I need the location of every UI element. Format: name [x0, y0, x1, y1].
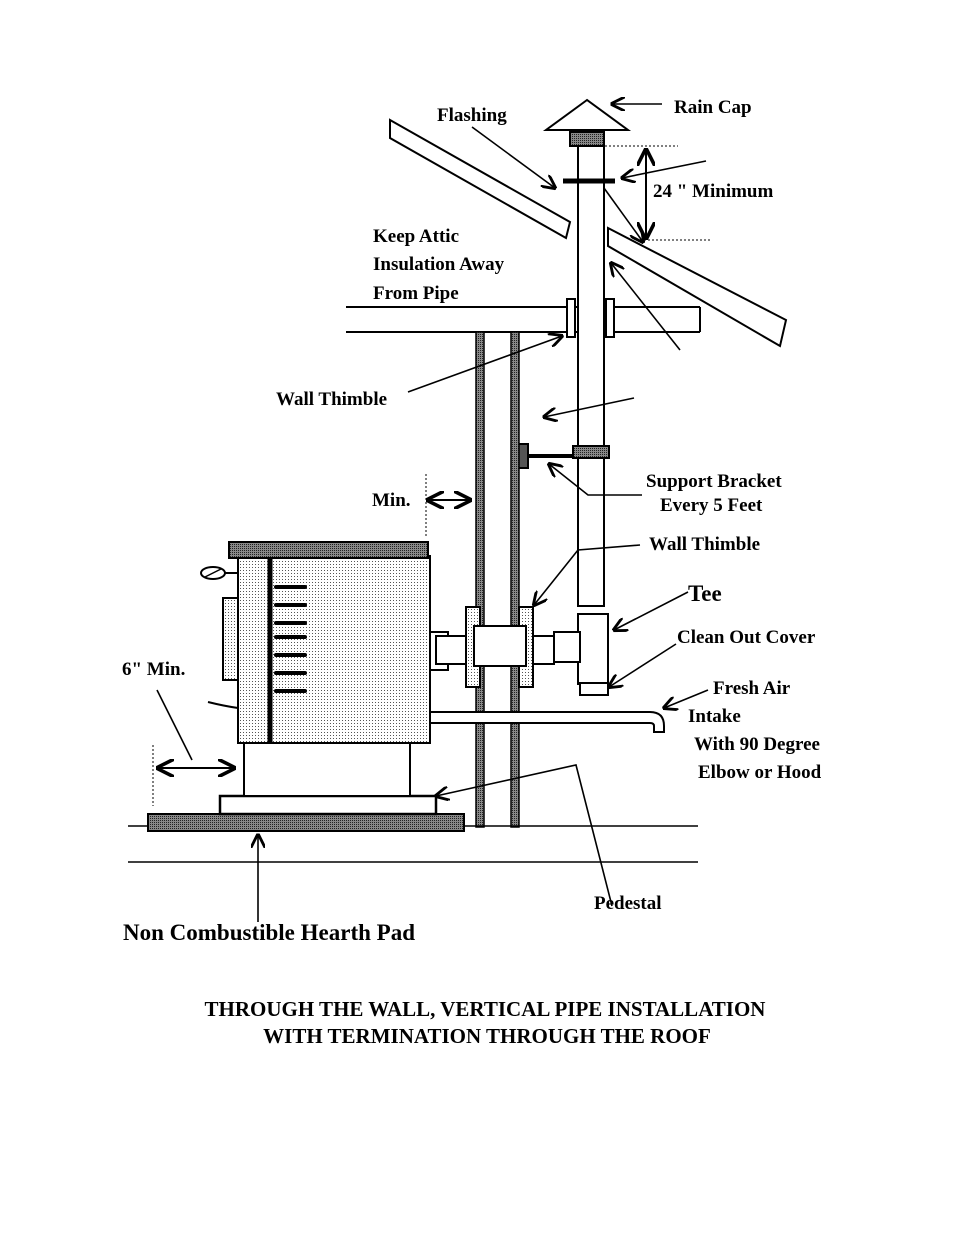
ceiling-thimble — [566, 298, 615, 338]
rain-cap-label: Rain Cap — [674, 97, 752, 118]
pedestal-base — [218, 794, 438, 816]
six-min-label: 6" Min. — [122, 659, 185, 680]
fresh-air-label-line3: With 90 Degree — [694, 734, 820, 755]
vertical-chimney-pipe — [577, 145, 605, 607]
lower-wall-thimble — [465, 606, 534, 688]
pipe-top-collar — [569, 131, 605, 147]
tee — [553, 613, 609, 685]
fresh-air-intake-pipe — [429, 711, 665, 733]
roof-left-panel — [389, 118, 572, 240]
stove-top — [228, 541, 429, 559]
flashing-label: Flashing — [437, 105, 507, 126]
stove-louvers — [274, 585, 307, 693]
stove-damper-knob — [200, 566, 238, 580]
min-label: Min. — [372, 490, 411, 511]
pedestal — [243, 742, 411, 797]
hearth-pad-label: Non Combustible Hearth Pad — [123, 920, 415, 945]
caption-line1: THROUGH THE WALL, VERTICAL PIPE INSTALLA… — [205, 997, 766, 1021]
keep-attic-label-line1: Keep Attic — [373, 226, 459, 247]
wall-thimble-upper-label: Wall Thimble — [276, 389, 387, 410]
fresh-air-label-line1: Fresh Air — [713, 678, 791, 699]
stove-power-cord — [207, 701, 239, 709]
dimension-guides — [152, 145, 712, 806]
caption-line2: WITH TERMINATION THROUGH THE ROOF — [263, 1024, 711, 1048]
clean-out-cover-label: Clean Out Cover — [677, 627, 816, 648]
support-bracket-label-line2: Every 5 Feet — [660, 495, 763, 516]
pipe-support-collar — [572, 445, 610, 459]
fresh-air-label-line2: Intake — [688, 706, 741, 727]
stove-side-panel — [222, 597, 239, 681]
keep-attic-label-line2: Insulation Away — [373, 254, 505, 275]
hearth-pad — [147, 813, 465, 832]
clean-out-cover — [579, 682, 609, 696]
keep-attic-label-line3: From Pipe — [373, 283, 459, 304]
stove-body — [237, 555, 431, 744]
tee-label: Tee — [688, 581, 722, 606]
ceiling-joist — [346, 306, 701, 333]
rain-cap — [542, 98, 632, 131]
pedestal-label: Pedestal — [594, 893, 662, 914]
minimum-24-label: 24 " Minimum — [653, 181, 774, 202]
wall-thimble-lower-label: Wall Thimble — [649, 534, 760, 555]
support-bracket-label-line1: Support Bracket — [646, 471, 782, 492]
support-bracket — [515, 443, 573, 469]
wall — [475, 331, 520, 828]
fresh-air-label-line4: Elbow or Hood — [698, 762, 822, 783]
roof-right-panel — [607, 226, 788, 348]
leader-lines — [156, 104, 709, 922]
